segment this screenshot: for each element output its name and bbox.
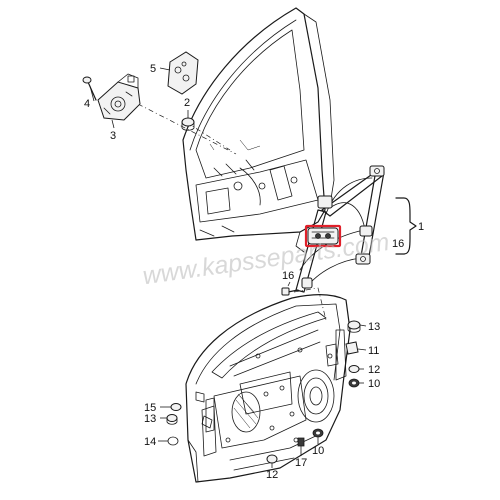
callout-14: 14 bbox=[144, 436, 156, 448]
regulator-screw-part bbox=[281, 287, 299, 296]
door-frame-upper bbox=[182, 7, 335, 253]
door-inner-panel bbox=[185, 293, 351, 483]
window-regulator-assembly bbox=[295, 165, 385, 293]
callout-12-right: 12 bbox=[368, 364, 380, 376]
callout-1: 1 bbox=[418, 221, 424, 233]
callout-13-left: 13 bbox=[144, 413, 156, 425]
callout-5: 5 bbox=[150, 63, 156, 75]
callout-10-bottom: 10 bbox=[312, 445, 324, 457]
window-motor-part bbox=[97, 73, 141, 121]
callout-13: 13 bbox=[368, 321, 380, 333]
nut-part bbox=[181, 117, 195, 131]
callout-11: 11 bbox=[368, 345, 379, 357]
callout-15: 15 bbox=[144, 402, 156, 414]
leader-lines bbox=[89, 67, 367, 468]
motor-screw-part bbox=[82, 76, 97, 101]
callout-16-bracket: 16 bbox=[392, 238, 404, 250]
highlight-box bbox=[304, 224, 342, 248]
callout-labels: 1 2 3 4 5 16 16 13 11 12 10 15 13 14 12 … bbox=[84, 63, 424, 481]
callout-10-right: 10 bbox=[368, 378, 380, 390]
bracket-plate-part bbox=[167, 51, 199, 95]
callout-17: 17 bbox=[295, 457, 307, 469]
assembly-axis-lines bbox=[137, 103, 327, 321]
callout-3: 3 bbox=[110, 130, 116, 142]
callout-4: 4 bbox=[84, 98, 90, 110]
callout-2: 2 bbox=[184, 97, 190, 109]
watermark-text: www.kapsseparts.com bbox=[141, 228, 391, 290]
callout-16-screw: 16 bbox=[282, 270, 294, 282]
group-bracket bbox=[395, 197, 417, 255]
callout-12-bottom: 12 bbox=[266, 469, 278, 481]
